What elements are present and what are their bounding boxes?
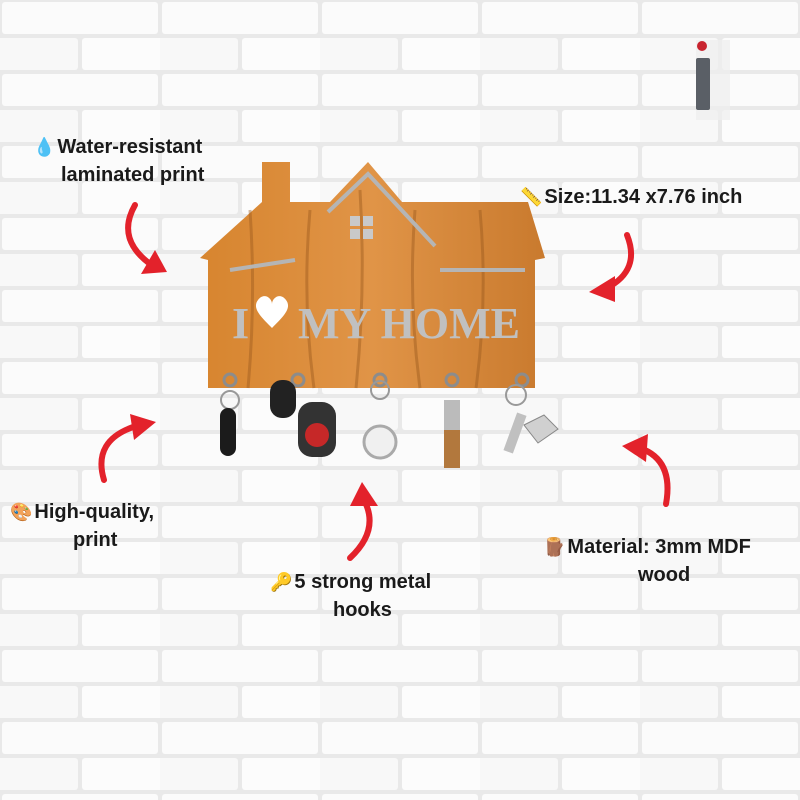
droplet-icon: 💧 [33, 137, 56, 157]
ruler-icon: 📏 [520, 187, 543, 207]
arrow-size [589, 232, 634, 302]
key-5 [503, 384, 559, 454]
callout-water: 💧Water-resistant laminated print [33, 136, 205, 186]
key-4 [444, 400, 460, 468]
palette-icon: 🎨 [10, 502, 33, 522]
log-icon: 🪵 [543, 537, 566, 557]
key-1 [220, 390, 240, 456]
sign-letter-i: I [232, 299, 249, 348]
callout-hooks: 🔑5 strong metal hooks [270, 571, 432, 621]
callout-material: 🪵Material: 3mm MDF wood [543, 536, 751, 586]
arrow-water [125, 202, 167, 274]
key-icon: 🔑 [270, 572, 293, 592]
callout-quality: 🎨High-quality, print [10, 501, 155, 551]
key-2 [270, 380, 336, 457]
arrow-material [622, 434, 671, 507]
arrow-quality [98, 414, 156, 483]
key-holder-house: I MY HOME [200, 162, 559, 468]
key-3 [362, 380, 398, 460]
callout-size: 📏Size:11.34 x7.76 inch [520, 186, 743, 208]
house-body [200, 162, 545, 388]
heart-icon [255, 296, 289, 328]
arrow-hooks [347, 482, 378, 561]
sign-my-home: MY HOME [298, 299, 520, 348]
brand-logo [696, 40, 730, 120]
